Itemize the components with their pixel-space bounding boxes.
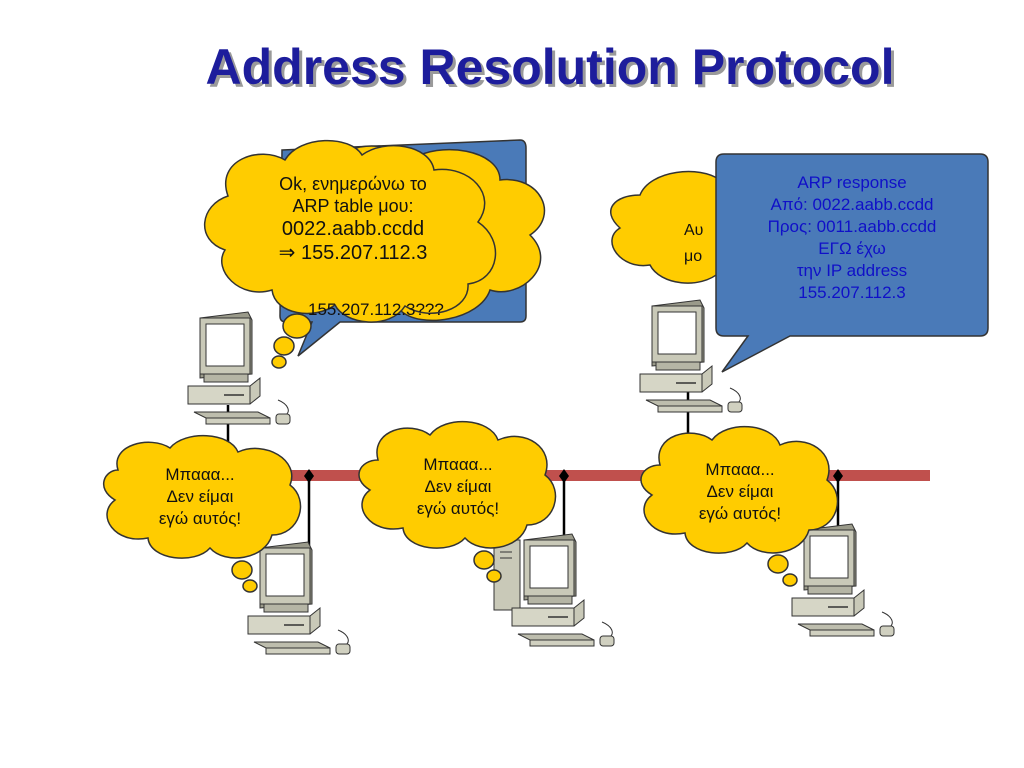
request-text-tail: 155.207.112.3??? — [308, 300, 444, 319]
response-line-4: ΕΓΩ έχω — [818, 239, 886, 259]
response-line-2: Από: 0022.aabb.ccdd — [770, 195, 934, 215]
sender-line-2: ARP table μου: — [292, 195, 414, 216]
response-bubble-blue — [715, 153, 989, 373]
not-me-left-line-3: εγώ αυτός! — [158, 509, 242, 529]
not-me-left-line-1: Μπααα... — [165, 465, 235, 484]
not-me-right-line-3: εγώ αυτός! — [698, 504, 782, 524]
not-me-text-right: Μπααα... Δεν είμαι εγώ αυτός! — [660, 459, 820, 525]
target-partial-line-1: Αυ — [684, 222, 704, 239]
response-line-6: 155.207.112.3 — [798, 283, 906, 303]
not-me-cloud-right — [640, 426, 839, 587]
response-line-3: Προς: 0011.aabb.ccdd — [767, 217, 937, 237]
not-me-left-line-2: Δεν είμαι — [166, 487, 234, 507]
computer-bottom-left — [247, 541, 351, 655]
not-me-right-line-2: Δεν είμαι — [706, 482, 774, 502]
sender-thought-cloud — [204, 139, 497, 323]
not-me-text-middle: Μπααα... Δεν είμαι εγώ αυτός! — [378, 454, 538, 520]
response-line-5: την IP address — [796, 261, 908, 281]
sender-line-4: ⇒ 155.207.112.3 — [278, 242, 428, 265]
not-me-cloud-left — [102, 435, 302, 593]
not-me-middle-line-3: εγώ αυτός! — [416, 499, 500, 519]
sender-line-1: Ok, ενημερώνω το — [279, 174, 427, 194]
not-me-middle-line-1: Μπααα... — [423, 455, 493, 474]
page-title: Address Resolution Protocol — [205, 39, 895, 95]
not-me-text-left: Μπααα... Δεν είμαι εγώ αυτός! — [120, 464, 280, 530]
target-partial-line-2: μο — [684, 247, 703, 265]
not-me-middle-line-2: Δεν είμαι — [424, 477, 492, 497]
computer-bottom-middle — [511, 533, 615, 647]
computer-bottom-right — [791, 523, 895, 637]
not-me-cloud-middle — [358, 421, 557, 583]
response-line-1: ARP response — [797, 173, 907, 192]
target-partial-text: Αυ μο — [684, 218, 724, 269]
arp-response-text: ARP response Από: 0022.aabb.ccdd Προς: 0… — [718, 172, 986, 305]
not-me-right-line-1: Μπααα... — [705, 460, 775, 479]
computer-sender — [187, 311, 291, 425]
sender-line-3: 0022.aabb.ccdd — [281, 218, 425, 241]
sender-update-text: Ok, ενημερώνω το ARP table μου: 0022.aab… — [238, 174, 468, 265]
